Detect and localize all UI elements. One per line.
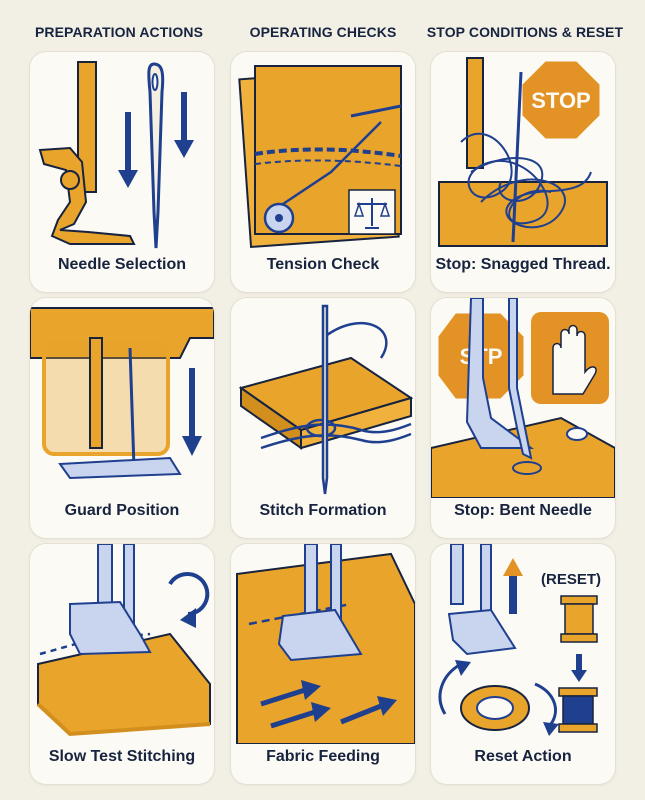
rotate-arrow-icon <box>168 572 210 628</box>
column-heading-stop-reset: STOP CONDITIONS & RESET <box>426 24 624 40</box>
needle-bar <box>466 57 484 169</box>
card-slow-test-stitching: Slow Test Stitching <box>30 544 214 784</box>
bent-needle-illustration: STP <box>431 298 615 498</box>
down-arrow-icon <box>182 368 202 456</box>
up-arrow-icon <box>503 558 523 614</box>
spool-icon <box>558 687 598 733</box>
presser-foot-icon <box>38 146 136 245</box>
stop-sign-icon: STOP <box>519 58 603 142</box>
card-label: Slow Test Stitching <box>48 748 196 765</box>
card-label: Fabric Feeding <box>266 748 380 765</box>
card-label: Stop: Snagged Thread. <box>435 256 611 273</box>
needle-bar <box>77 61 97 193</box>
fabric <box>438 181 608 247</box>
needle-selection-illustration <box>38 61 194 249</box>
fabric-feeding-illustration <box>236 544 415 744</box>
card-guard-position: Guard Position <box>30 298 214 538</box>
eyelet <box>566 427 588 441</box>
bent-needle-icon <box>508 298 533 460</box>
fabric-fold <box>36 702 211 737</box>
card-label: Tension Check <box>266 256 380 273</box>
card-label: Reset Action <box>474 748 572 765</box>
down-arrow-icon <box>174 92 194 158</box>
down-arrow-icon <box>118 112 138 188</box>
tangled-thread-icon <box>460 71 592 243</box>
needle-shaft <box>350 104 402 118</box>
card-reset-action: (RESET) <box>431 544 615 784</box>
needle-icon <box>321 304 329 495</box>
presser-foot-icon <box>69 600 152 656</box>
column-heading-operating: OPERATING CHECKS <box>249 24 397 40</box>
needle-icon <box>147 62 165 249</box>
slow-test-stitching-illustration <box>36 544 211 737</box>
presser-foot-icon <box>465 298 534 449</box>
thread-path <box>270 121 382 214</box>
snagged-thread-illustration: STOP <box>438 57 608 247</box>
tension-dial-icon <box>263 202 295 234</box>
finger-guard-icon <box>42 336 170 456</box>
stitch-formation-illustration <box>238 304 414 495</box>
card-stitch-formation: Stitch Formation <box>231 298 415 538</box>
card-label: Needle Selection <box>57 256 187 273</box>
card-stop-snagged-thread: STOP Stop: Snagged Thread. <box>431 52 615 292</box>
card-label: Stitch Formation <box>259 502 387 519</box>
stop-sign-text: STOP <box>531 88 591 113</box>
guard-position-illustration <box>30 307 214 480</box>
needle-icon <box>128 347 136 469</box>
needle-hole <box>512 461 542 475</box>
stitch-line <box>254 159 402 167</box>
tension-check-illustration <box>238 65 402 249</box>
needle-bar <box>89 337 103 449</box>
reset-action-illustration: (RESET) <box>438 544 601 736</box>
thread-loop-icon <box>260 321 412 450</box>
card-label: Stop: Bent Needle <box>454 502 592 519</box>
card-tension-check: Tension Check <box>231 52 415 292</box>
hand-stop-icon <box>531 312 609 404</box>
needle-bar <box>304 544 318 615</box>
card-fabric-feeding: Fabric Feeding <box>231 544 415 784</box>
presser-foot-icon <box>447 608 517 656</box>
card-stop-bent-needle: STP Stop: Bent Needle <box>431 298 615 538</box>
bobbin-icon <box>460 685 530 731</box>
down-arrow-icon <box>571 654 587 682</box>
feed-arrow-icon <box>260 680 397 729</box>
rotate-arrow-icon <box>438 660 559 736</box>
spool-icon <box>560 595 598 643</box>
column-heading-preparation: PREPARATION ACTIONS <box>34 24 204 40</box>
needle-bar <box>97 544 113 605</box>
presser-foot-icon <box>58 456 182 480</box>
reset-text: (RESET) <box>541 571 601 588</box>
card-needle-selection: Needle Selection <box>30 52 214 292</box>
stitch-line <box>248 602 352 626</box>
needle-bar <box>450 544 464 605</box>
card-label: Guard Position <box>64 502 180 519</box>
presser-foot-icon <box>277 608 363 662</box>
scale-icon <box>348 189 396 235</box>
stitch-line <box>254 147 402 158</box>
